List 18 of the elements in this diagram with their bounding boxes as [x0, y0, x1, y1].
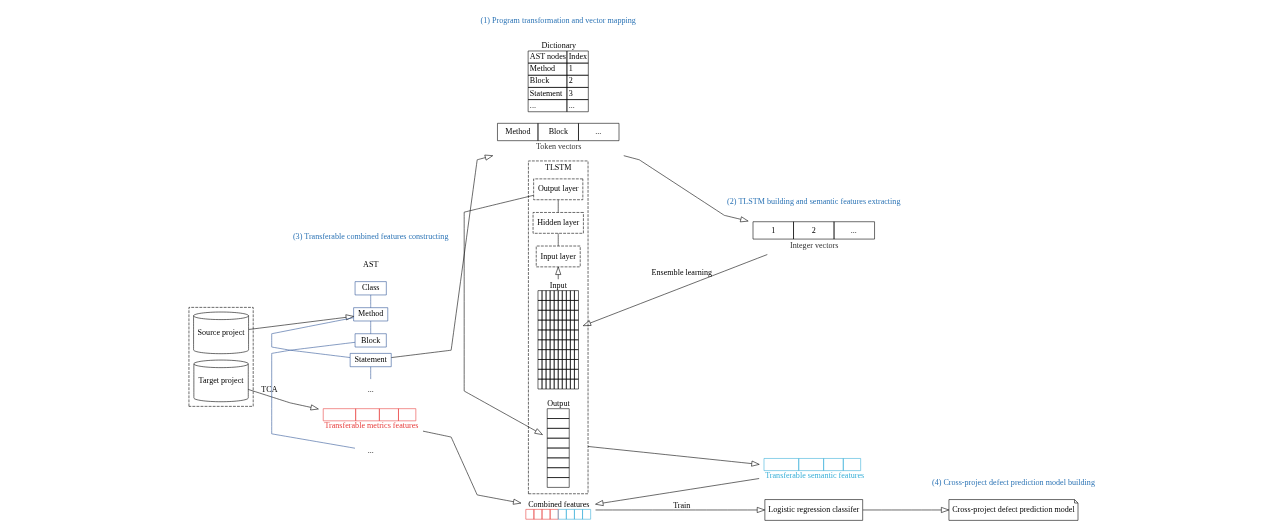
node-label: Combined features: [528, 500, 590, 510]
node-label: Integer vectors: [790, 240, 839, 250]
node-label: Transferable metrics features: [324, 421, 419, 431]
label: (2) TLSTM building and semantic features extracting: [727, 197, 901, 207]
edge-label: Train: [673, 500, 691, 510]
edge-label: TCA: [261, 385, 278, 395]
edge-label: Ensemble learning: [651, 268, 713, 278]
node-label: Input: [549, 281, 567, 291]
node-label: Token vectors: [535, 142, 582, 152]
label: (4) Cross-project defect prediction model building: [931, 477, 1095, 487]
label: (3) Transferable combined features constructing: [292, 232, 449, 242]
node-text: ...: [367, 384, 374, 394]
node-text: ...: [367, 446, 374, 456]
label: (1) Program transformation and vector mapping: [480, 16, 636, 26]
node-label: Output: [547, 399, 570, 409]
node-text: AST: [363, 259, 379, 269]
node-label: Transferable semantic features: [765, 471, 865, 481]
node-label: Dictionary: [541, 40, 577, 50]
